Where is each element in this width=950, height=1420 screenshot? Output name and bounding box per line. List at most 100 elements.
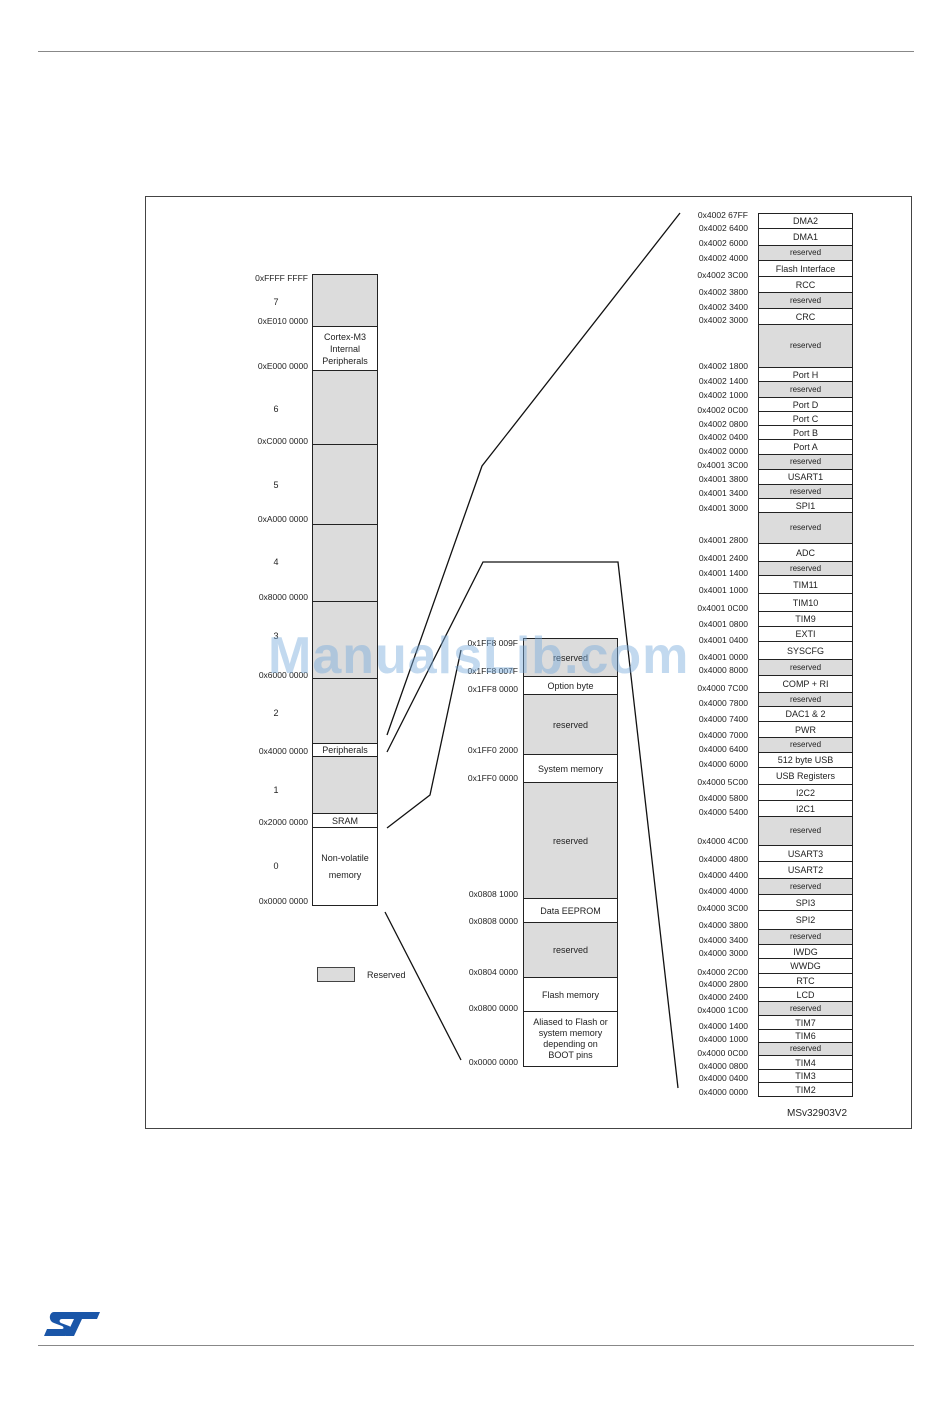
mid-address-label: 0x0804 0000 [468, 967, 518, 977]
region-number: 4 [273, 557, 279, 567]
mid-map-block: reserved [523, 638, 618, 677]
periph-address-label: 0x4000 4C00 [697, 836, 748, 846]
periph-address-label: 0x4002 1400 [698, 376, 748, 386]
periph-address-label: 0x4000 5800 [698, 793, 748, 803]
periph-address-label: 0x4001 3000 [698, 503, 748, 513]
region-number: 3 [273, 631, 279, 641]
periph-map-block: SYSCFG [758, 641, 853, 660]
periph-map-block: reserved [758, 454, 853, 470]
mid-address-label: 0x0000 0000 [468, 1057, 518, 1067]
st-logo [42, 1310, 102, 1343]
periph-map-block: TIM2 [758, 1082, 853, 1097]
mid-address-label: 0x1FF0 0000 [467, 773, 518, 783]
periph-map-block: I2C2 [758, 784, 853, 801]
periph-map-block: Port A [758, 439, 853, 455]
periph-address-label: 0x4001 0C00 [697, 603, 748, 613]
periph-map-block: TIM10 [758, 593, 853, 612]
main-map-block [312, 678, 378, 744]
mid-address-label: 0x1FF0 2000 [467, 745, 518, 755]
mid-map-block: Data EEPROM [523, 898, 618, 923]
periph-map-block: reserved [758, 878, 853, 895]
main-address-label: 0x2000 0000 [258, 817, 308, 827]
periph-address-label: 0x4002 1000 [698, 390, 748, 400]
periph-map-block: 512 byte USB [758, 752, 853, 768]
periph-map-block: DMA2 [758, 213, 853, 229]
periph-map-block: DMA1 [758, 228, 853, 246]
periph-map-block: SPI1 [758, 498, 853, 513]
periph-address-label: 0x4000 7C00 [697, 683, 748, 693]
mid-address-label: 0x1FF8 0000 [467, 684, 518, 694]
periph-address-label: 0x4000 3800 [698, 920, 748, 930]
periph-address-label: 0x4000 5400 [698, 807, 748, 817]
periph-map-block: USB Registers [758, 767, 853, 785]
periph-map-block: reserved [758, 1042, 853, 1056]
region-number: 2 [273, 708, 279, 718]
main-map-block [312, 524, 378, 602]
main-address-label: 0xC000 0000 [257, 436, 308, 446]
periph-address-label: 0x4002 4000 [698, 253, 748, 263]
periph-address-label: 0x4000 4400 [698, 870, 748, 880]
periph-address-label: 0x4001 2800 [698, 535, 748, 545]
periph-map-block: reserved [758, 1001, 853, 1016]
periph-map-block: COMP + RI [758, 675, 853, 693]
main-address-label: 0x6000 0000 [258, 670, 308, 680]
periph-address-label: 0x4000 3C00 [697, 903, 748, 913]
mid-address-label: 0x0800 0000 [468, 1003, 518, 1013]
periph-map-block: WWDG [758, 958, 853, 974]
mid-map-block: reserved [523, 694, 618, 755]
periph-map-block: DAC1 & 2 [758, 706, 853, 722]
periph-address-label: 0x4002 6000 [698, 238, 748, 248]
region-number: 6 [273, 404, 279, 414]
mid-address-label: 0x1FF8 009F [467, 638, 518, 648]
periph-address-label: 0x4001 0400 [698, 635, 748, 645]
periph-map-block: TIM6 [758, 1029, 853, 1043]
periph-map-block: TIM9 [758, 611, 853, 627]
periph-map-block: reserved [758, 737, 853, 753]
periph-map-block: reserved [758, 561, 853, 576]
mid-map-block: Flash memory [523, 977, 618, 1012]
periph-address-label: 0x4000 0000 [698, 1087, 748, 1097]
figure-id: MSv32903V2 [787, 1108, 848, 1119]
legend-reserved-label: Reserved [367, 970, 406, 980]
periph-address-label: 0x4000 2400 [698, 992, 748, 1002]
main-address-label: 0xE000 0000 [257, 361, 308, 371]
periph-address-label: 0x4001 3800 [698, 474, 748, 484]
periph-map-block: USART1 [758, 469, 853, 485]
main-map-block [312, 756, 378, 814]
periph-map-block: ADC [758, 543, 853, 562]
periph-map-block: IWDG [758, 944, 853, 959]
periph-address-label: 0x4000 7800 [698, 698, 748, 708]
periph-map-block: Flash Interface [758, 260, 853, 277]
main-address-label: 0xE010 0000 [257, 316, 308, 326]
legend-reserved-swatch [317, 967, 355, 982]
periph-address-label: 0x4000 4800 [698, 854, 748, 864]
periph-map-block: Port H [758, 367, 853, 382]
figure-frame [145, 196, 912, 1129]
periph-map-block: TIM11 [758, 575, 853, 594]
footer-rule [38, 1345, 914, 1346]
periph-map-block: CRC [758, 308, 853, 325]
periph-map-block: reserved [758, 929, 853, 945]
periph-map-block: RCC [758, 276, 853, 293]
periph-address-label: 0x4002 0000 [698, 446, 748, 456]
mid-map-block: reserved [523, 922, 618, 978]
main-map-block [312, 444, 378, 525]
periph-address-label: 0x4000 3400 [698, 935, 748, 945]
periph-map-block: EXTI [758, 626, 853, 642]
periph-address-label: 0x4000 8000 [698, 665, 748, 675]
st-logo-icon [44, 1312, 100, 1336]
periph-address-label: 0x4001 0000 [698, 652, 748, 662]
periph-address-label: 0x4000 5C00 [697, 777, 748, 787]
periph-map-block: reserved [758, 484, 853, 499]
periph-address-label: 0x4000 3000 [698, 948, 748, 958]
periph-address-label: 0x4000 0800 [698, 1061, 748, 1071]
periph-map-block: SPI3 [758, 894, 853, 911]
periph-map-block: TIM3 [758, 1069, 853, 1083]
periph-address-label: 0x4000 7000 [698, 730, 748, 740]
periph-map-block: SPI2 [758, 910, 853, 930]
main-map-block: Peripherals [312, 743, 378, 757]
periph-address-label: 0x4000 0400 [698, 1073, 748, 1083]
region-number: 5 [273, 480, 279, 490]
